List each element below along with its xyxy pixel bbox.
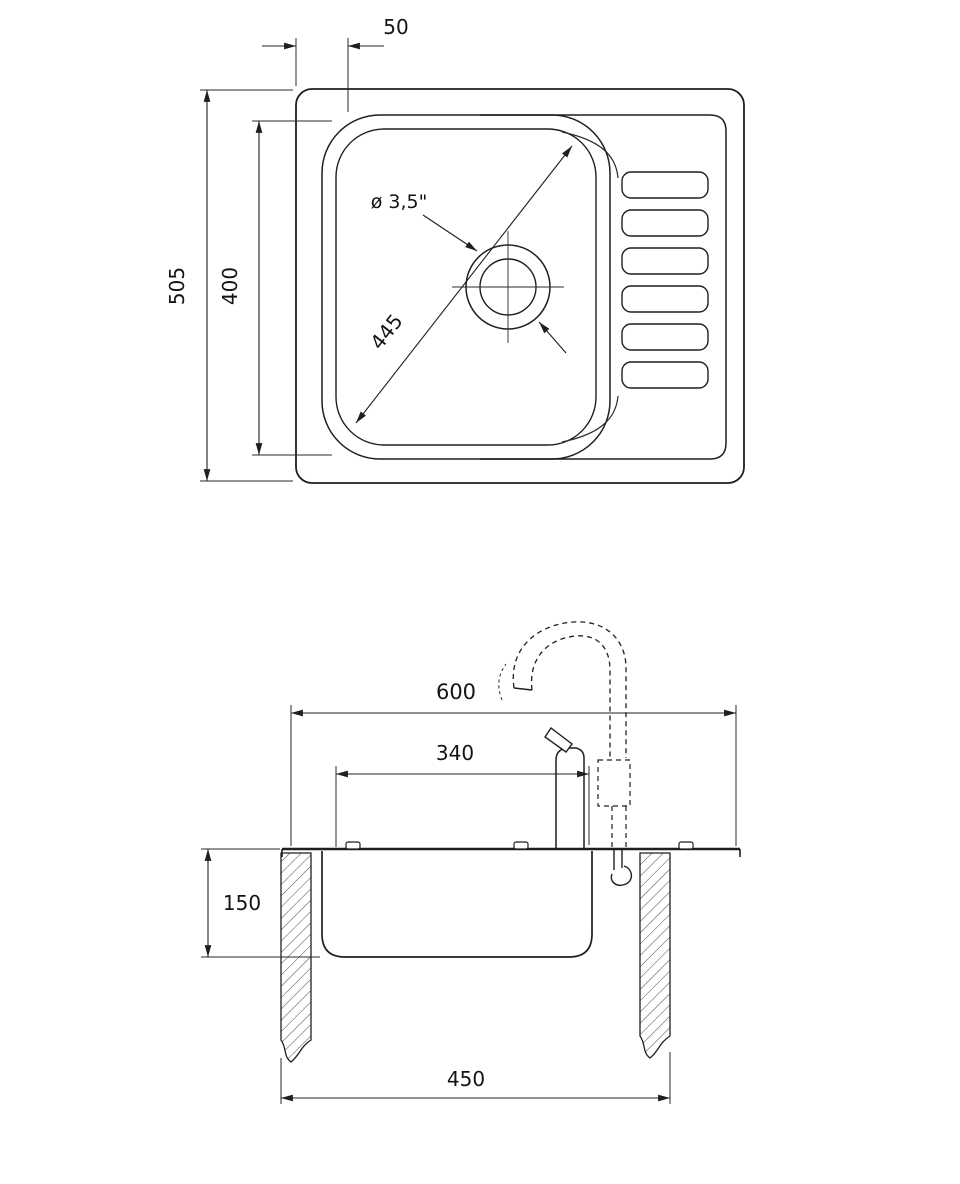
drainboard-ribs bbox=[621, 171, 709, 389]
dim-150-label: 150 bbox=[223, 891, 261, 915]
dim-505-label: 505 bbox=[165, 267, 189, 305]
drain-diameter-label: ø 3,5" bbox=[371, 191, 428, 213]
faucet-lever-handle bbox=[544, 726, 573, 753]
spout-tip bbox=[513, 687, 533, 691]
sink-outer-edge bbox=[295, 88, 745, 484]
dim-50-label: 50 bbox=[383, 15, 408, 39]
bowl-inner-rim bbox=[335, 128, 597, 446]
drainboard-rib bbox=[621, 247, 709, 275]
dim-445-label: 445 bbox=[365, 309, 407, 354]
diagonal-dimension-line bbox=[355, 145, 573, 424]
mounting-clip bbox=[513, 841, 529, 850]
drainboard-rib bbox=[621, 323, 709, 351]
faucet-body-outline bbox=[555, 747, 585, 849]
dimension-450: 450 bbox=[280, 1052, 671, 1104]
faucet-undermount bbox=[610, 849, 633, 886]
dimension-445: 445 bbox=[355, 145, 573, 424]
mounting-clip bbox=[678, 841, 694, 850]
drain-leader-arrow bbox=[422, 214, 478, 252]
dim-400-label: 400 bbox=[218, 267, 242, 305]
dimension-150: 150 bbox=[201, 848, 320, 958]
drainboard-rib bbox=[621, 361, 709, 389]
top-view: 445 ø 3,5" 50 505 400 bbox=[165, 15, 745, 484]
rim-transition-curve-bottom bbox=[561, 395, 619, 443]
drain-leader-arrow-opposite bbox=[538, 321, 567, 354]
dimension-400: 400 bbox=[218, 120, 332, 456]
counter-rim bbox=[281, 841, 741, 857]
drain bbox=[452, 231, 564, 343]
mounting-clamp bbox=[610, 865, 633, 886]
drainboard-rib bbox=[621, 209, 709, 237]
dimension-505: 505 bbox=[165, 89, 293, 482]
bowl-section bbox=[321, 851, 593, 958]
drainboard-rib bbox=[621, 171, 709, 199]
dim-450-label: 450 bbox=[447, 1067, 485, 1091]
dim-600-label: 600 bbox=[436, 680, 476, 704]
gooseneck-inner-curve bbox=[530, 635, 611, 758]
dimension-340: 340 bbox=[335, 741, 590, 847]
gooseneck-outer-curve bbox=[512, 621, 627, 758]
faucet-body bbox=[544, 726, 585, 849]
cabinet-wall-right bbox=[639, 852, 671, 1059]
side-view: 600 340 150 450 bbox=[201, 621, 741, 1104]
rim-transition-curve-top bbox=[561, 131, 619, 179]
faucet-mount-dashed bbox=[597, 759, 631, 807]
spout-swing-arc bbox=[498, 663, 507, 701]
mounting-clip bbox=[345, 841, 361, 850]
drainboard-contour bbox=[480, 114, 727, 460]
faucet-gooseneck-dashed bbox=[498, 621, 631, 849]
dim-340-label: 340 bbox=[436, 741, 474, 765]
dimension-600: 600 bbox=[290, 680, 737, 846]
drain-diameter-dimension: ø 3,5" bbox=[371, 191, 567, 354]
drainboard-rib bbox=[621, 285, 709, 313]
bowl-outer-rim bbox=[321, 114, 611, 460]
dimension-50: 50 bbox=[262, 15, 409, 112]
